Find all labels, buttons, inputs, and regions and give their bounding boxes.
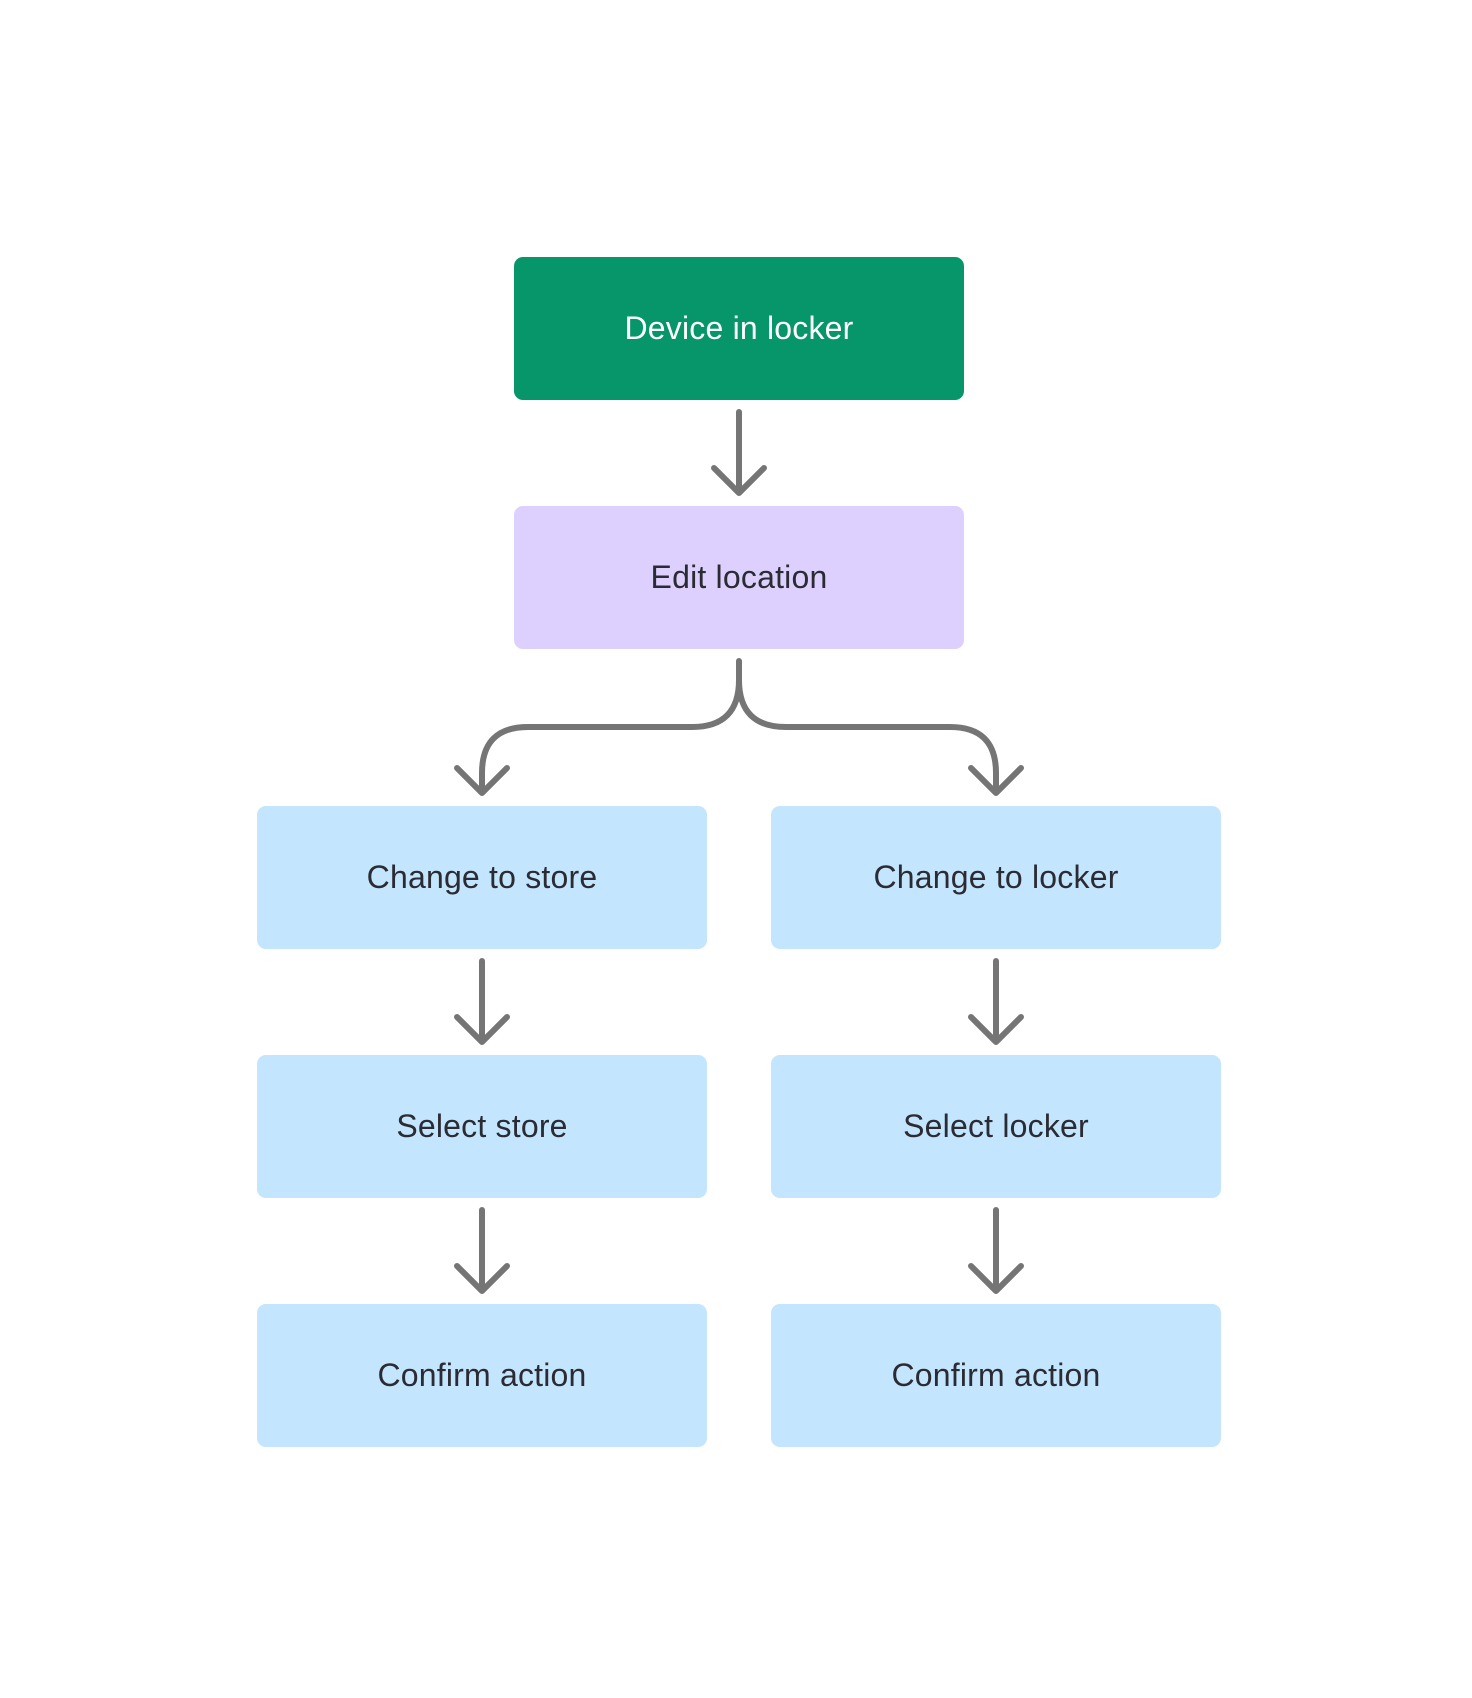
node-label: Confirm action [377, 1357, 587, 1393]
node-label: Device in locker [624, 310, 854, 346]
node-confirm-action-store: Confirm action [257, 1304, 707, 1447]
node-label: Select store [396, 1108, 568, 1144]
node-select-locker: Select locker [771, 1055, 1221, 1198]
arrow-change-to-store-to-select-store [454, 958, 510, 1045]
arrow-root-to-edit [711, 409, 767, 496]
node-change-to-locker: Change to locker [771, 806, 1221, 949]
arrow-change-to-locker-to-select-locker [968, 958, 1024, 1045]
node-label: Change to locker [873, 859, 1119, 895]
node-label: Change to store [366, 859, 598, 895]
node-select-store: Select store [257, 1055, 707, 1198]
arrow-edit-to-change-to-locker [968, 765, 1024, 796]
node-edit-location: Edit location [514, 506, 964, 649]
node-confirm-action-locker: Confirm action [771, 1304, 1221, 1447]
branch-connector [479, 658, 999, 795]
arrow-select-locker-to-confirm [968, 1207, 1024, 1294]
node-change-to-store: Change to store [257, 806, 707, 949]
arrow-select-store-to-confirm [454, 1207, 510, 1294]
node-label: Confirm action [891, 1357, 1101, 1393]
node-label: Select locker [903, 1108, 1089, 1144]
node-device-in-locker: Device in locker [514, 257, 964, 400]
node-label: Edit location [650, 559, 828, 595]
arrow-edit-to-change-to-store [454, 765, 510, 796]
